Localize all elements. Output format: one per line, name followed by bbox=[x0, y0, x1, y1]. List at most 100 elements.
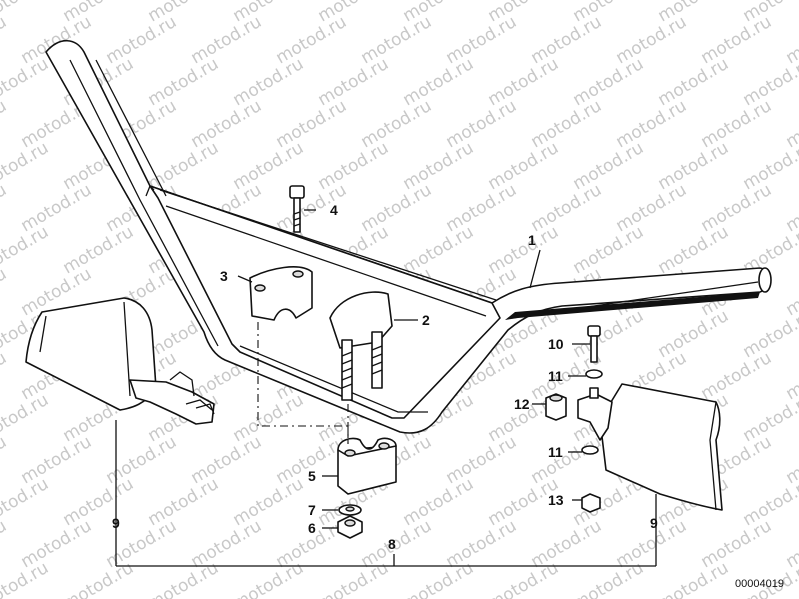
watermark-text: motod.ru bbox=[443, 432, 521, 488]
watermark-text: motod.ru bbox=[655, 558, 733, 599]
watermark-text: motod.ru bbox=[0, 222, 52, 278]
watermark-text: motod.ru bbox=[0, 96, 10, 152]
watermark-text: motod.ru bbox=[188, 432, 266, 488]
callout-3: 3 bbox=[220, 268, 228, 284]
watermark-text: motod.ru bbox=[443, 12, 521, 68]
callout-4: 4 bbox=[330, 202, 338, 218]
watermark-text: motod.ru bbox=[230, 558, 308, 599]
watermark-text: motod.ru bbox=[358, 516, 436, 572]
watermark-text: motod.ru bbox=[485, 138, 563, 194]
watermark-text: motod.ru bbox=[400, 474, 478, 530]
watermark-text: motod.ru bbox=[18, 516, 96, 572]
watermark-text: motod.ru bbox=[18, 180, 96, 236]
leader-lines bbox=[115, 209, 657, 567]
watermark-text: motod.ru bbox=[230, 54, 308, 110]
watermark-text: motod.ru bbox=[0, 516, 10, 572]
watermark-text: motod.ru bbox=[698, 96, 776, 152]
watermark-text: motod.ru bbox=[145, 138, 223, 194]
washer-7 bbox=[338, 504, 362, 516]
watermark-text: motod.ru bbox=[655, 138, 733, 194]
callout-8: 8 bbox=[388, 536, 396, 552]
watermark-text: motod.ru bbox=[0, 12, 10, 68]
watermark-text: motod.ru bbox=[655, 222, 733, 278]
watermark-text: motod.ru bbox=[0, 474, 52, 530]
callout-10: 10 bbox=[548, 336, 564, 352]
watermark-text: motod.ru bbox=[528, 516, 606, 572]
nut-6 bbox=[337, 515, 363, 539]
watermark-text: motod.ru bbox=[145, 54, 223, 110]
watermark-text: motod.ru bbox=[400, 54, 478, 110]
watermark-text: motod.ru bbox=[358, 96, 436, 152]
watermark-text: motod.ru bbox=[443, 516, 521, 572]
diagram-id: 00004019 bbox=[735, 578, 784, 590]
callout-9-right: 9 bbox=[650, 515, 658, 531]
watermark-text: motod.ru bbox=[273, 180, 351, 236]
upper-clamp-3 bbox=[249, 266, 313, 321]
watermark-text: motod.ru bbox=[528, 432, 606, 488]
watermark-text: motod.ru bbox=[273, 12, 351, 68]
watermark-text: motod.ru bbox=[18, 432, 96, 488]
watermark-text: motod.ru bbox=[0, 264, 10, 320]
bolt-4 bbox=[289, 185, 305, 233]
watermark-text: motod.ru bbox=[400, 558, 478, 599]
watermark-text: motod.ru bbox=[698, 348, 776, 404]
watermark-text: motod.ru bbox=[443, 180, 521, 236]
watermark-text: motod.ru bbox=[0, 390, 52, 446]
handlebar-riser-2 bbox=[329, 291, 393, 401]
watermark-text: motod.ru bbox=[528, 96, 606, 152]
watermark-text: motod.ru bbox=[570, 558, 648, 599]
callout-12: 12 bbox=[514, 396, 530, 412]
watermark-text: motod.ru bbox=[698, 516, 776, 572]
watermark-text: motod.ru bbox=[400, 138, 478, 194]
watermark-text: motod.ru bbox=[613, 12, 691, 68]
watermark-text: motod.ru bbox=[358, 12, 436, 68]
callout-2: 2 bbox=[422, 312, 430, 328]
watermark-text: motod.ru bbox=[0, 0, 52, 26]
watermark-text: motod.ru bbox=[60, 474, 138, 530]
callout-5: 5 bbox=[308, 468, 316, 484]
watermark-text: motod.ru bbox=[358, 180, 436, 236]
watermark-text: motod.ru bbox=[0, 432, 10, 488]
watermark-text: motod.ru bbox=[188, 12, 266, 68]
watermark-text: motod.ru bbox=[188, 516, 266, 572]
callout-11-top: 11 bbox=[548, 368, 563, 384]
hand-guard-left bbox=[25, 297, 215, 425]
watermark-text: motod.ru bbox=[613, 180, 691, 236]
watermark-text: motod.ru bbox=[230, 474, 308, 530]
watermark-text: motod.ru bbox=[485, 558, 563, 599]
watermark-text: motod.ru bbox=[528, 180, 606, 236]
watermark-text: motod.ru bbox=[60, 558, 138, 599]
watermark-text: motod.ru bbox=[570, 222, 648, 278]
callout-9-left: 9 bbox=[112, 515, 120, 531]
callout-13: 13 bbox=[548, 492, 564, 508]
watermark-text: motod.ru bbox=[0, 348, 10, 404]
watermark-text: motod.ru bbox=[698, 180, 776, 236]
watermark-text: motod.ru bbox=[315, 558, 393, 599]
watermark-text: motod.ru bbox=[0, 138, 52, 194]
watermark-text: motod.ru bbox=[103, 12, 181, 68]
watermark-text: motod.ru bbox=[655, 54, 733, 110]
callout-1: 1 bbox=[528, 232, 536, 248]
watermark-text: motod.ru bbox=[528, 12, 606, 68]
watermark-text: motod.ru bbox=[0, 54, 52, 110]
watermark-text: motod.ru bbox=[443, 96, 521, 152]
right-mount-hardware bbox=[545, 325, 603, 513]
watermark-text: motod.ru bbox=[0, 180, 10, 236]
callout-6: 6 bbox=[308, 520, 316, 536]
watermark-text: motod.ru bbox=[315, 138, 393, 194]
callout-11-bottom: 11 bbox=[548, 444, 563, 460]
watermark-text: motod.ru bbox=[570, 54, 648, 110]
lower-clamp-5 bbox=[337, 437, 397, 495]
watermark-text: motod.ru bbox=[103, 432, 181, 488]
handlebar bbox=[45, 39, 772, 434]
watermark-text: motod.ru bbox=[485, 54, 563, 110]
watermark-text: motod.ru bbox=[400, 222, 478, 278]
watermark-text: motod.ru bbox=[145, 474, 223, 530]
watermark-text: motod.ru bbox=[230, 390, 308, 446]
watermark-text: motod.ru bbox=[485, 222, 563, 278]
assembly-path bbox=[257, 322, 349, 444]
watermark-text: motod.ru bbox=[315, 54, 393, 110]
watermark-text: motod.ru bbox=[570, 306, 648, 362]
